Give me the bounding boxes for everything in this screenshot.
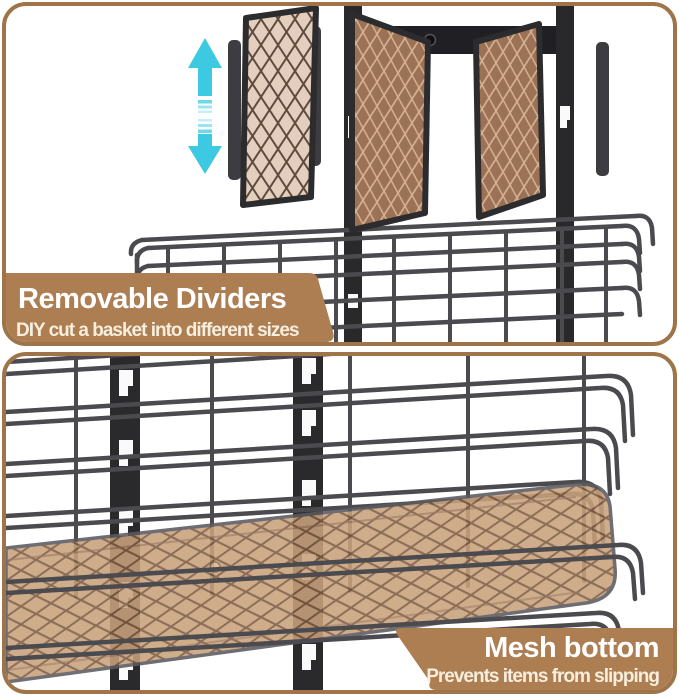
removable-dividers-banner: Removable Dividers DIY cut a basket into… [6, 273, 334, 342]
top-panel: Removable Dividers DIY cut a basket into… [2, 2, 677, 346]
down-arrow-icon [188, 119, 222, 174]
mesh-bottom-scene: Mesh bottom Prevents items from slipping [6, 356, 673, 690]
dividers-scene: Removable Dividers DIY cut a basket into… [6, 6, 656, 342]
divider-panel-2 [349, 11, 431, 233]
banner-subtitle: Prevents items from slipping [426, 666, 659, 687]
divider-panel-3 [473, 21, 546, 220]
banner-shape [6, 273, 334, 342]
divider-panel-1 [240, 6, 319, 208]
hanging-slot [560, 106, 570, 120]
basket-back-rim [128, 213, 656, 257]
hanging-slot [560, 120, 567, 128]
mesh-bottom-banner: Mesh bottom Prevents items from slipping [396, 628, 673, 690]
bottom-panel: Mesh bottom Prevents items from slipping [2, 352, 677, 694]
banner-title: Removable Dividers [18, 283, 286, 315]
banner-title: Mesh bottom [484, 632, 659, 664]
banner-shape [396, 628, 673, 690]
banner-subtitle: DIY cut a basket into different sizes [16, 320, 299, 341]
up-arrow-icon [188, 38, 222, 113]
mesh-bottom-panel [6, 482, 617, 684]
